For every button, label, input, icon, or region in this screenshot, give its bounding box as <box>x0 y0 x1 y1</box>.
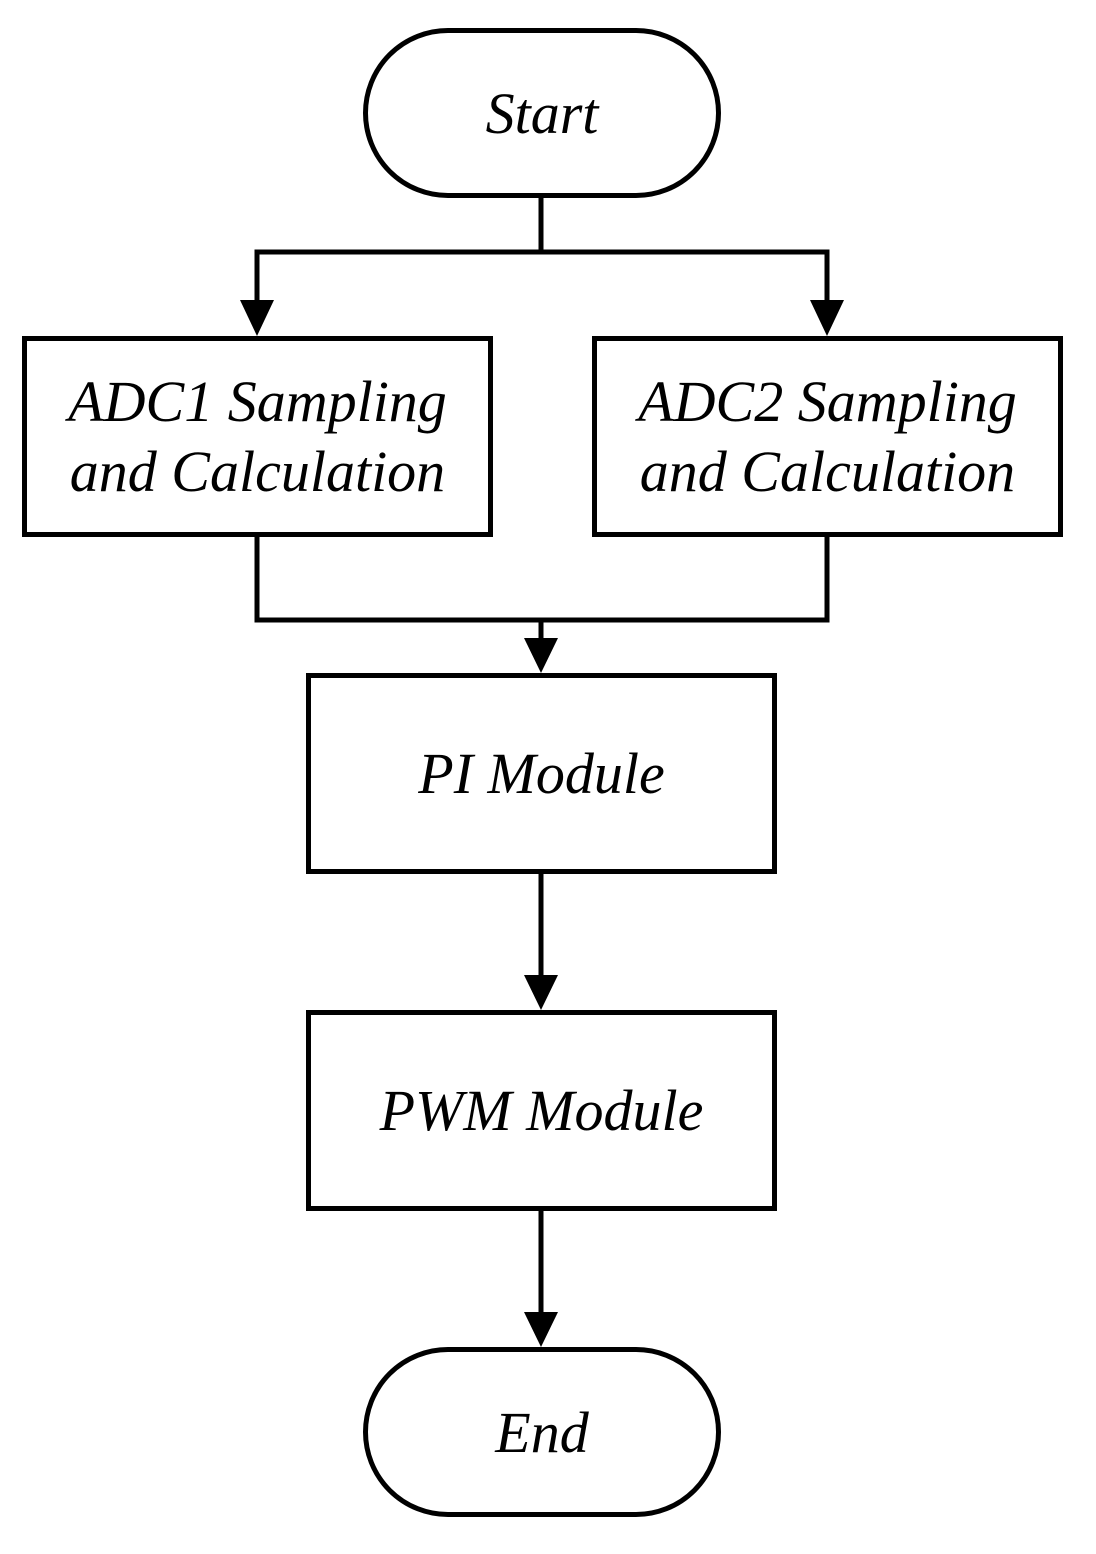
start-label: Start <box>485 80 599 146</box>
arrowhead-adc1 <box>240 300 274 336</box>
start-terminal: Start <box>363 28 721 198</box>
pwm-module-label: PWM Module <box>379 1077 704 1143</box>
adc2-label-line2: and Calculation <box>639 438 1016 504</box>
adc2-label-line1: ADC2 Sampling <box>638 368 1017 434</box>
pwm-module-box: PWM Module <box>306 1010 777 1211</box>
pi-module-label: PI Module <box>418 740 665 806</box>
adc1-process-box: ADC1 Sampling and Calculation <box>22 336 493 537</box>
arrowhead-end <box>524 1312 558 1347</box>
adc2-process-box: ADC2 Sampling and Calculation <box>592 336 1063 537</box>
arrowhead-pwm <box>524 975 558 1010</box>
adc1-label-line1: ADC1 Sampling <box>68 368 447 434</box>
pi-module-box: PI Module <box>306 673 777 874</box>
end-label: End <box>495 1399 589 1465</box>
arrowhead-adc2 <box>810 300 844 336</box>
arrowhead-pi <box>524 638 558 673</box>
end-terminal: End <box>363 1347 721 1517</box>
adc1-label-line2: and Calculation <box>69 438 446 504</box>
